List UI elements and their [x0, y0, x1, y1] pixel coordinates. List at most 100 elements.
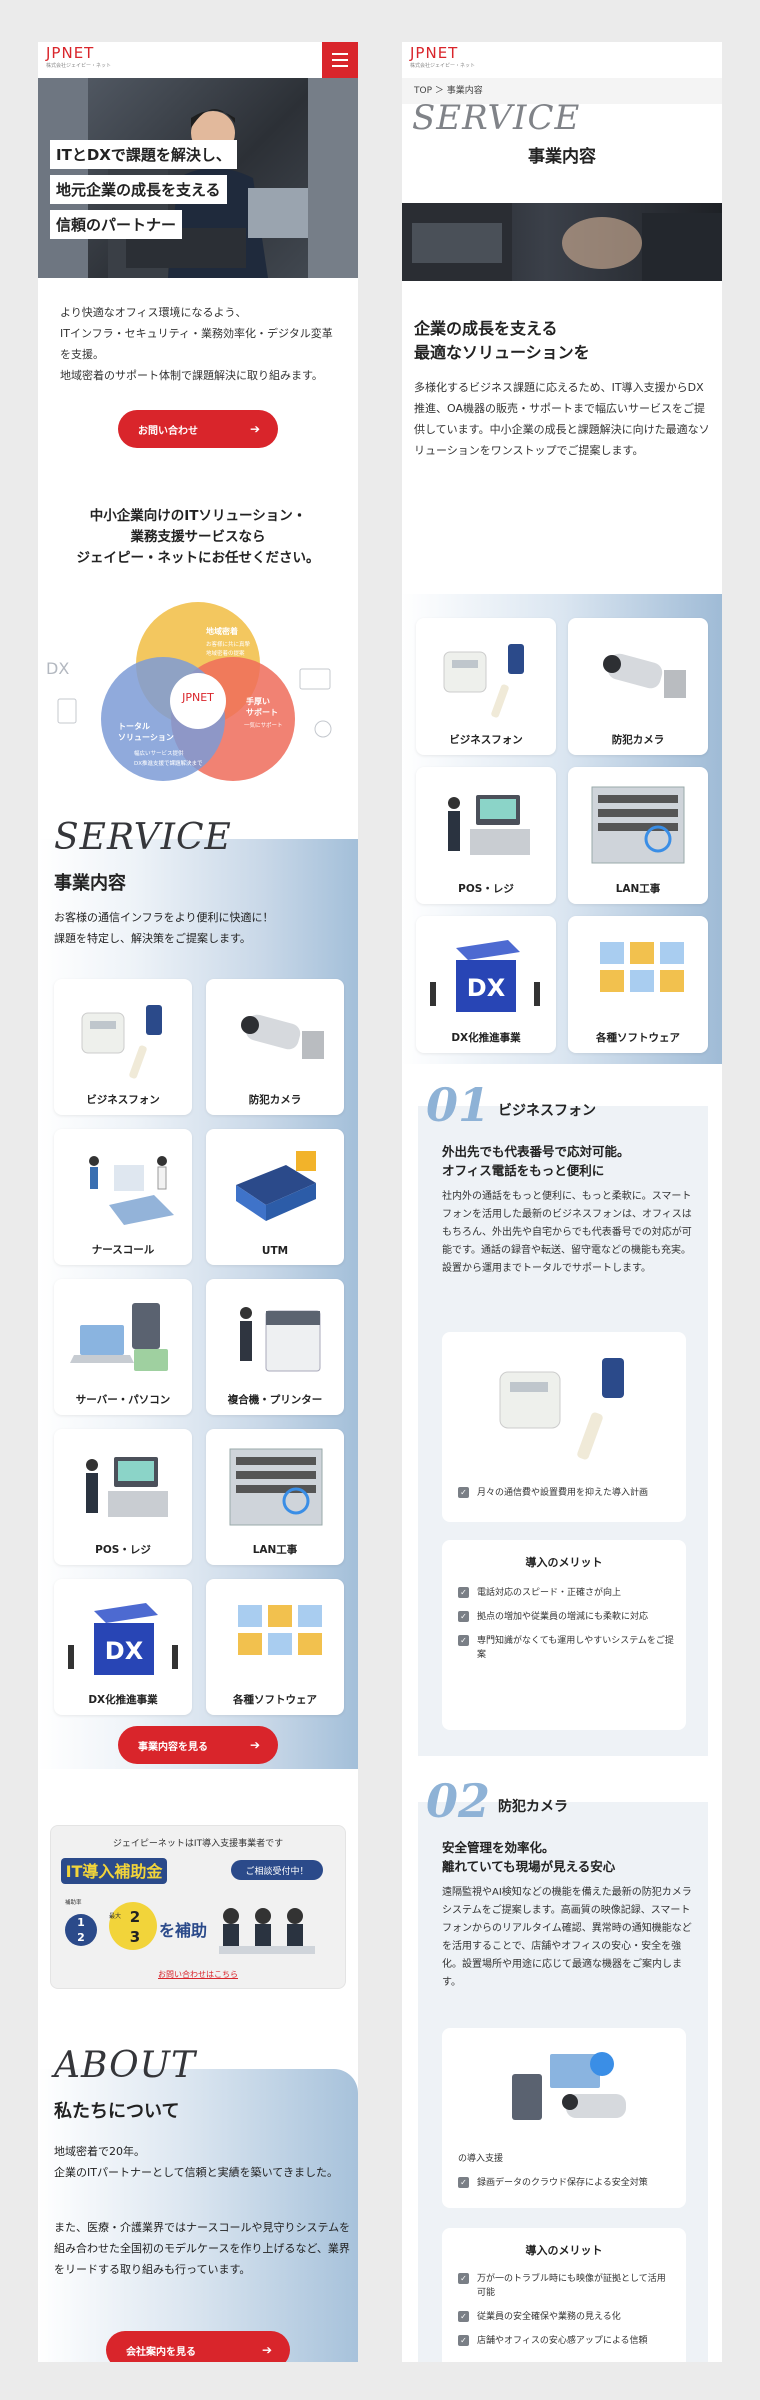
about-title: 私たちについて: [54, 2101, 180, 2122]
svg-text:DX: DX: [105, 1637, 144, 1665]
page-title: 事業内容: [528, 147, 596, 167]
about-text-2: また、医療・介護業界ではナースコールや見守りシステムを組み合わせた全国初のモデル…: [54, 2221, 351, 2276]
feature-merit-box: 導入のメリット ✓電話対応のスピード・正確さが向上 ✓拠点の増加や従業員の増減に…: [442, 1540, 686, 1730]
svg-text:サポート: サポート: [246, 707, 278, 717]
service-card-dx-promotion[interactable]: DX DX化推進事業: [416, 916, 556, 1053]
service-card-business-phone[interactable]: ビジネスフォン: [416, 618, 556, 755]
svg-text:を補助: を補助: [159, 1921, 207, 1940]
checkbox-icon: ✓: [458, 1587, 469, 1598]
arrow-right-icon: ➔: [261, 2343, 272, 2357]
service-card-business-phone[interactable]: ビジネスフォン: [54, 979, 192, 1115]
checkbox-icon: ✓: [458, 2335, 469, 2346]
checkbox-icon: ✓: [458, 2311, 469, 2322]
svg-text:地域密着の提案: 地域密着の提案: [206, 649, 245, 657]
feature-merit-box: 導入のメリット ✓万が一のトラブル時にも映像が証拠として活用可能 ✓従業員の安全…: [442, 2228, 686, 2362]
svg-text:一気にサポート: 一気にサポート: [244, 721, 283, 729]
arrow-right-icon: ➔: [249, 1738, 260, 1752]
feature-business-phone: 01 ビジネスフォン 外出先でも代表番号で応対可能。オフィス電話をもっと便利に …: [418, 1078, 708, 1756]
service-card-lan-work[interactable]: LAN工事: [568, 767, 708, 904]
service-card-utm[interactable]: UTM: [206, 1129, 344, 1265]
service-card-software[interactable]: 各種ソフトウェア: [206, 1579, 344, 1715]
about-text-1: 地域密着で20年。企業のITパートナーとして信頼と実績を築いてきました。: [54, 2145, 338, 2179]
tagline: 中小企業向けのITソリューション・業務支援サービスならジェイピー・ネットにお任せ…: [76, 508, 320, 566]
service-card-security-camera[interactable]: 防犯カメラ: [568, 618, 708, 755]
arrow-right-icon: ➔: [249, 422, 260, 436]
feature-number: 01: [426, 1078, 491, 1132]
checkbox-icon: ✓: [458, 1487, 469, 1498]
hero-visual: ITとDXで課題を解決し、 地元企業の成長を支える 信頼のパートナー: [38, 78, 358, 278]
service-card-grid: ビジネスフォン 防犯カメラ ナースコール UTM サーバー・パソコン 複合機・プ…: [54, 979, 344, 1715]
service-card-grid: ビジネスフォン 防犯カメラ POS・レジ LAN工事 DX DX化推進事業 各種…: [416, 618, 708, 1053]
svg-text:手厚い: 手厚い: [246, 696, 270, 706]
svg-text:DX: DX: [467, 974, 506, 1002]
service-script-heading: SERVICE: [54, 817, 232, 858]
strength-venn-diagram: DX JPNET 地域密着 お客様に共に真摯 地域密着の提案 手厚い サポート …: [38, 579, 358, 819]
menu-button[interactable]: [322, 42, 358, 78]
svg-text:DX推進支援で課題解決まで: DX推進支援で課題解決まで: [134, 759, 203, 767]
svg-text:トータル: トータル: [118, 721, 150, 731]
checkbox-icon: ✓: [458, 2177, 469, 2188]
service-card-lan-work[interactable]: LAN工事: [206, 1429, 344, 1565]
feature-title: 防犯カメラ: [498, 1799, 568, 1815]
svg-text:3: 3: [130, 1928, 140, 1946]
service-card-security-camera[interactable]: 防犯カメラ: [206, 979, 344, 1115]
service-section: SERVICE 事業内容 お客様の通信インフラをより便利に快適に！課題を特定し、…: [38, 817, 358, 1769]
feature-text: 社内外の通話をもっと便利に、もっと柔軟に。スマートフォンを活用した最新のビジネス…: [442, 1191, 692, 1274]
feature-security-camera: 02 防犯カメラ 安全管理を効率化。離れていても現場が見える安心 遠隔監視やAI…: [418, 1774, 708, 2362]
contact-button[interactable]: お問い合わせ➔: [118, 410, 278, 448]
service-headline: 企業の成長を支える最適なソリューションを: [414, 319, 590, 362]
feature-headline: 外出先でも代表番号で応対可能。オフィス電話をもっと便利に: [442, 1144, 630, 1178]
hamburger-icon: [332, 53, 348, 55]
breadcrumb[interactable]: TOP ＞ 事業内容: [402, 78, 722, 104]
intro-text: より快適なオフィス環境になるよう、ITインフラ・セキュリティ・業務効率化・デジタ…: [60, 306, 333, 382]
svg-text:お客様に共に真摯: お客様に共に真摯: [206, 640, 251, 648]
it-subsidy-graphic: IT導入補助金 ご相談受付中！ 補助率 1 2 最大 2 3 を補助: [61, 1858, 323, 1954]
service-card-nurse-call[interactable]: ナースコール: [54, 1129, 192, 1265]
feature-image-card: ✓月々の通信費や設置費用を抑えた導入計画: [442, 1332, 686, 1522]
service-card-multifunction-printer[interactable]: 複合機・プリンター: [206, 1279, 344, 1415]
checkbox-icon: ✓: [458, 1635, 469, 1646]
feature-text: 遠隔監視やAI検知などの機能を備えた最新の防犯カメラシステムをご提案します。高画…: [442, 1887, 692, 1988]
hero-line-1: ITとDXで課題を解決し、: [50, 140, 237, 169]
it-subsidy-banner[interactable]: ジェイピーネットはIT導入支援事業者です IT導入補助金 ご相談受付中！ 補助率…: [50, 1825, 346, 1989]
service-card-section: ビジネスフォン 防犯カメラ POS・レジ LAN工事 DX DX化推進事業 各種…: [402, 594, 722, 1064]
service-card-software[interactable]: 各種ソフトウェア: [568, 916, 708, 1053]
svg-text:1: 1: [77, 1916, 85, 1929]
banner-contact-link[interactable]: お問い合わせはこちら: [158, 1970, 238, 1979]
svg-text:地域密着: 地域密着: [206, 626, 238, 636]
svg-text:IT導入補助金: IT導入補助金: [66, 1862, 164, 1881]
hero-copy: ITとDXで課題を解決し、 地元企業の成長を支える 信頼のパートナー: [50, 140, 237, 245]
feature-title: ビジネスフォン: [498, 1103, 596, 1119]
hero-line-3: 信頼のパートナー: [50, 210, 183, 239]
venn-center: JPNET: [181, 691, 214, 704]
feature-headline: 安全管理を効率化。離れていても現場が見える安心: [442, 1840, 616, 1874]
svg-text:ソリューション: ソリューション: [118, 733, 174, 742]
service-card-server-pc[interactable]: サーバー・パソコン: [54, 1279, 192, 1415]
service-card-pos-register[interactable]: POS・レジ: [416, 767, 556, 904]
about-section: ABOUT 私たちについて 地域密着で20年。企業のITパートナーとして信頼と実…: [38, 2045, 358, 2362]
svg-text:2: 2: [130, 1908, 140, 1926]
service-description: お客様の通信インフラをより便利に快適に！課題を特定し、解決策をご提案します。: [54, 911, 274, 945]
service-hero-photo: [402, 203, 722, 281]
dx-label: DX: [46, 659, 69, 678]
service-card-pos-register[interactable]: POS・レジ: [54, 1429, 192, 1565]
company-info-button[interactable]: 会社案内を見る➔: [106, 2331, 290, 2362]
service-more-button[interactable]: 事業内容を見る➔: [118, 1726, 278, 1764]
svg-text:幅広いサービス提供: 幅広いサービス提供: [134, 749, 184, 757]
service-card-dx-promotion[interactable]: DX DX化推進事業: [54, 1579, 192, 1715]
svg-text:最大: 最大: [109, 1912, 121, 1920]
service-description: 多様化するビジネス課題に応えるため、IT導入支援からDX推進、OA機器の販売・サ…: [414, 381, 710, 457]
feature-image-card: の導入支援 ✓録画データのクラウド保存による安全対策: [442, 2028, 686, 2208]
service-title: 事業内容: [54, 873, 126, 894]
hero-line-2: 地元企業の成長を支える: [50, 175, 227, 204]
feature-number: 02: [426, 1774, 491, 1828]
svg-text:補助率: 補助率: [65, 1898, 82, 1906]
svg-text:ご相談受付中！: ご相談受付中！: [245, 1865, 308, 1877]
checkbox-icon: ✓: [458, 1611, 469, 1622]
checkbox-icon: ✓: [458, 2273, 469, 2284]
